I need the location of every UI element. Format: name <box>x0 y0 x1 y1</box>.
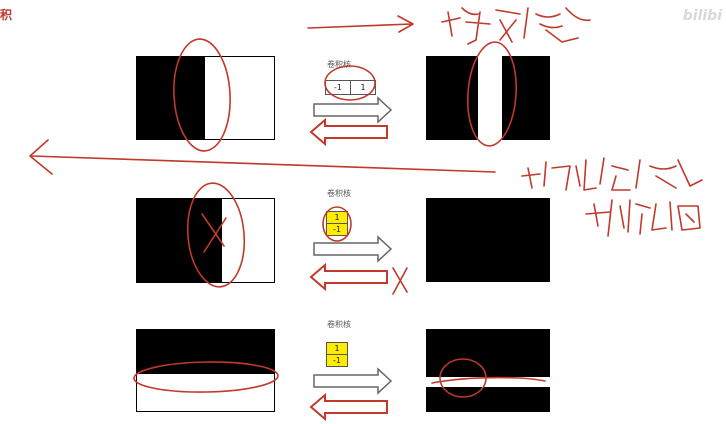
back-arrow-1 <box>309 117 388 147</box>
handwriting-by-features <box>521 157 703 191</box>
circle-output-stripe-1 <box>466 41 518 147</box>
input-image-1 <box>136 56 275 140</box>
forward-arrow-1 <box>313 96 393 124</box>
output-3-white-stripe <box>426 377 550 387</box>
cross-mark-input-2 <box>201 213 227 253</box>
kernel-2-cell-0: 1 <box>334 213 340 222</box>
kernel-label-1: 卷积核 <box>327 60 351 69</box>
input-image-3 <box>136 329 275 412</box>
output-1-white-stripe <box>478 56 502 140</box>
kernel-1-cell-1: 1 <box>350 80 376 95</box>
handwriting-find-features <box>441 7 591 45</box>
handwriting-judge-basis <box>585 199 701 237</box>
output-image-3 <box>426 329 550 412</box>
handwritten-top-arrow <box>307 15 414 33</box>
circle-input-edge-1 <box>173 38 231 152</box>
back-arrow-2 <box>309 262 388 292</box>
kernel-label-3: 卷积核 <box>327 320 351 329</box>
cross-mark-arrow-2 <box>392 267 408 295</box>
circle-kernel-1 <box>324 65 376 101</box>
back-arrow-3 <box>309 392 388 422</box>
scribble-output-3 <box>431 376 546 384</box>
input-2-black-region <box>137 199 222 282</box>
forward-arrow-2 <box>313 235 393 263</box>
input-image-2 <box>136 198 275 283</box>
circle-input-edge-3 <box>133 361 279 393</box>
circle-input-edge-2 <box>186 182 246 288</box>
input-1-black-region <box>137 57 205 139</box>
kernel-2-cell-1: -1 <box>333 225 341 234</box>
kernel-2: 1 -1 <box>326 211 348 236</box>
title-fragment: 积 <box>0 8 13 22</box>
output-image-2 <box>426 198 550 282</box>
circle-kernel-2 <box>322 206 352 242</box>
kernel-label-2: 卷积核 <box>327 189 351 198</box>
kernel-3-cell-1: -1 <box>333 356 341 365</box>
output-image-1 <box>426 56 550 140</box>
handwritten-left-arrow <box>29 139 496 175</box>
kernel-3-cell-0: 1 <box>334 344 340 353</box>
forward-arrow-3 <box>313 367 393 395</box>
kernel-3: 1 -1 <box>326 342 348 367</box>
bilibili-watermark: bilibi <box>682 8 722 24</box>
